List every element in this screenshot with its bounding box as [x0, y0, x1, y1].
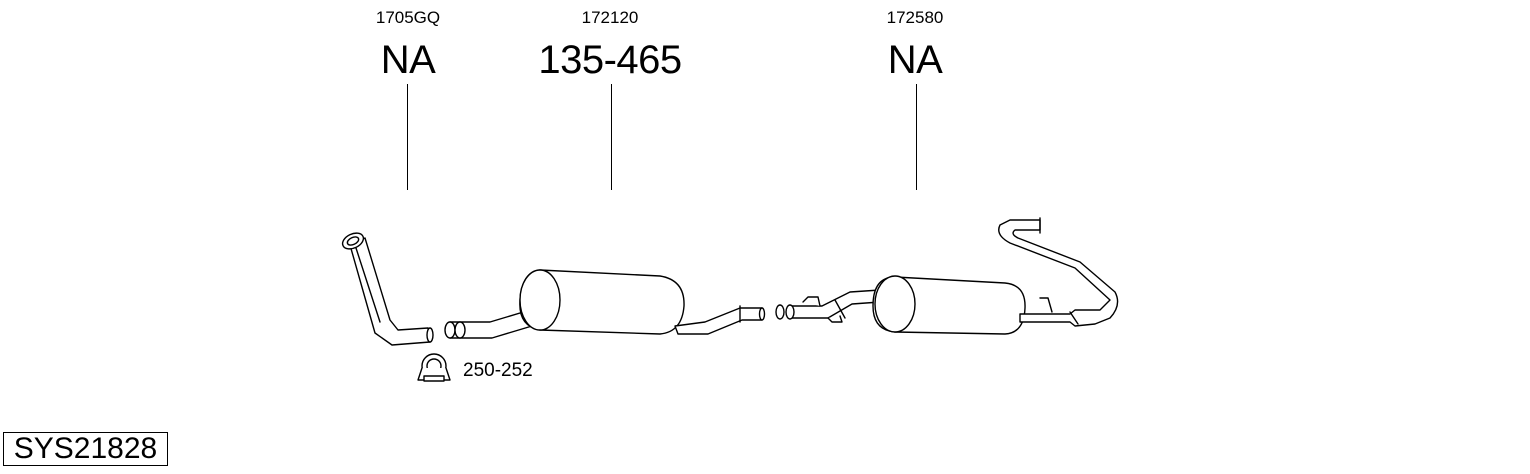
middle-silencer[interactable] — [444, 269, 766, 339]
leader-line-middle-silencer — [611, 84, 612, 190]
clamp-icon[interactable] — [417, 353, 451, 382]
part-number-front-pipe[interactable]: NA — [380, 38, 436, 82]
part-number-rear-silencer[interactable]: NA — [887, 38, 943, 82]
system-id-label: SYS21828 — [3, 432, 168, 466]
rear-silencer[interactable] — [775, 217, 1119, 335]
leader-line-front-pipe — [407, 84, 408, 190]
part-code-front-pipe: 1705GQ — [375, 8, 441, 27]
part-code-middle-silencer: 172120 — [581, 8, 639, 27]
leader-line-rear-silencer — [916, 84, 917, 190]
part-code-rear-silencer: 172580 — [886, 8, 944, 27]
front-pipe[interactable] — [340, 230, 434, 346]
part-number-middle-silencer[interactable]: 135-465 — [538, 38, 682, 82]
clamp-part-number[interactable]: 250-252 — [463, 360, 533, 381]
